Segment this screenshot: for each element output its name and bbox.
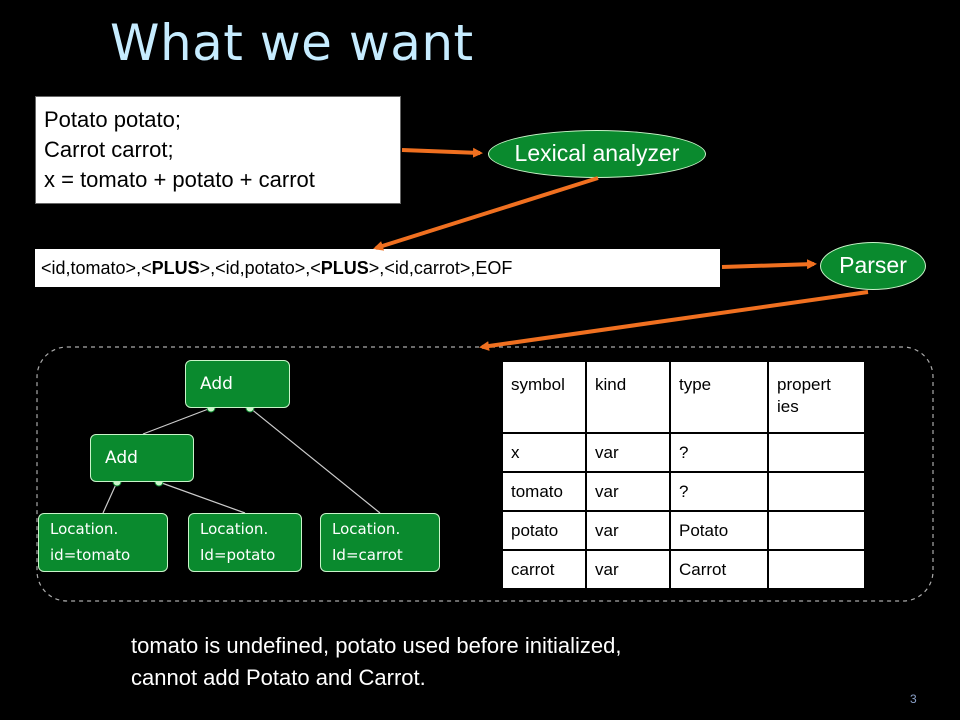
- table-header-cell: symbol: [501, 360, 587, 434]
- ast-edge: [142, 407, 212, 435]
- token-separator: ,: [136, 258, 142, 278]
- code-line: Carrot carrot;: [44, 137, 174, 162]
- token-stream-box: <id,tomato>,<PLUS>,<id,potato>,<PLUS>,<i…: [35, 249, 720, 287]
- arrow-lexer-to-tokens: [373, 176, 599, 251]
- code-line: Potato potato;: [44, 107, 181, 132]
- header-line: propert: [777, 375, 831, 394]
- table-cell: var: [585, 549, 671, 590]
- note-line: tomato is undefined, potato used before …: [131, 633, 622, 658]
- table-cell: [767, 510, 866, 551]
- token-plus: <PLUS>: [141, 258, 211, 278]
- arrow-code-to-lexer: [401, 147, 483, 158]
- table-cell: [767, 432, 866, 473]
- token: <id,carrot>: [384, 258, 471, 278]
- symbol-table: symbol kind type propert ies x var ? toma…: [501, 360, 866, 590]
- leaf-line: Location.: [50, 520, 119, 538]
- token: <id,potato>: [215, 258, 306, 278]
- table-cell: var: [585, 510, 671, 551]
- table-header-row: symbol kind type propert ies: [501, 360, 866, 434]
- table-cell: tomato: [501, 471, 587, 512]
- note-line: cannot add Potato and Carrot.: [131, 665, 426, 690]
- arrow-parser-to-ast: [479, 290, 869, 351]
- table-cell: Carrot: [669, 549, 769, 590]
- leaf-line: Id=carrot: [332, 546, 403, 564]
- table-cell: ?: [669, 471, 769, 512]
- table-row: carrot var Carrot: [501, 549, 866, 590]
- lexical-analyzer-stage: Lexical analyzer: [488, 130, 706, 178]
- ast-node-add-inner: Add: [90, 434, 194, 482]
- table-header-cell: type: [669, 360, 769, 434]
- leaf-line: Location.: [200, 520, 269, 538]
- ast-node-add-root: Add: [185, 360, 290, 408]
- table-cell: var: [585, 432, 671, 473]
- table-header-cell: propert ies: [767, 360, 866, 434]
- leaf-line: id=tomato: [50, 546, 131, 564]
- error-note: tomato is undefined, potato used before …: [131, 630, 621, 694]
- arrow-tokens-to-parser: [721, 259, 817, 270]
- page-number: 3: [910, 692, 917, 706]
- table-row: x var ?: [501, 432, 866, 473]
- token-plus: <PLUS>: [310, 258, 380, 278]
- table-cell: var: [585, 471, 671, 512]
- ast-leaf-tomato: Location. id=tomato: [38, 513, 168, 572]
- table-cell: potato: [501, 510, 587, 551]
- code-line: x = tomato + potato + carrot: [44, 167, 315, 192]
- token-separator: ,: [305, 258, 311, 278]
- ast-edge: [249, 407, 381, 514]
- leaf-line: Location.: [332, 520, 401, 538]
- token-separator: ,: [379, 258, 385, 278]
- table-row: tomato var ?: [501, 471, 866, 512]
- leaf-line: Id=potato: [200, 546, 276, 564]
- ast-leaf-potato: Location. Id=potato: [188, 513, 302, 572]
- header-line: ies: [777, 397, 799, 416]
- table-row: potato var Potato: [501, 510, 866, 551]
- token-eof: ,EOF: [470, 258, 513, 278]
- table-cell: carrot: [501, 549, 587, 590]
- ast-edge: [102, 481, 118, 514]
- slide-title: What we want: [110, 14, 474, 72]
- table-cell: [767, 549, 866, 590]
- table-header-cell: kind: [585, 360, 671, 434]
- table-cell: Potato: [669, 510, 769, 551]
- token-separator: ,: [210, 258, 216, 278]
- ast-edge: [158, 481, 246, 514]
- source-code-box: Potato potato; Carrot carrot; x = tomato…: [35, 96, 401, 204]
- token: <id,tomato>: [41, 258, 137, 278]
- table-cell: ?: [669, 432, 769, 473]
- parser-stage: Parser: [820, 242, 926, 290]
- ast-leaf-carrot: Location. Id=carrot: [320, 513, 440, 572]
- table-cell: x: [501, 432, 587, 473]
- table-cell: [767, 471, 866, 512]
